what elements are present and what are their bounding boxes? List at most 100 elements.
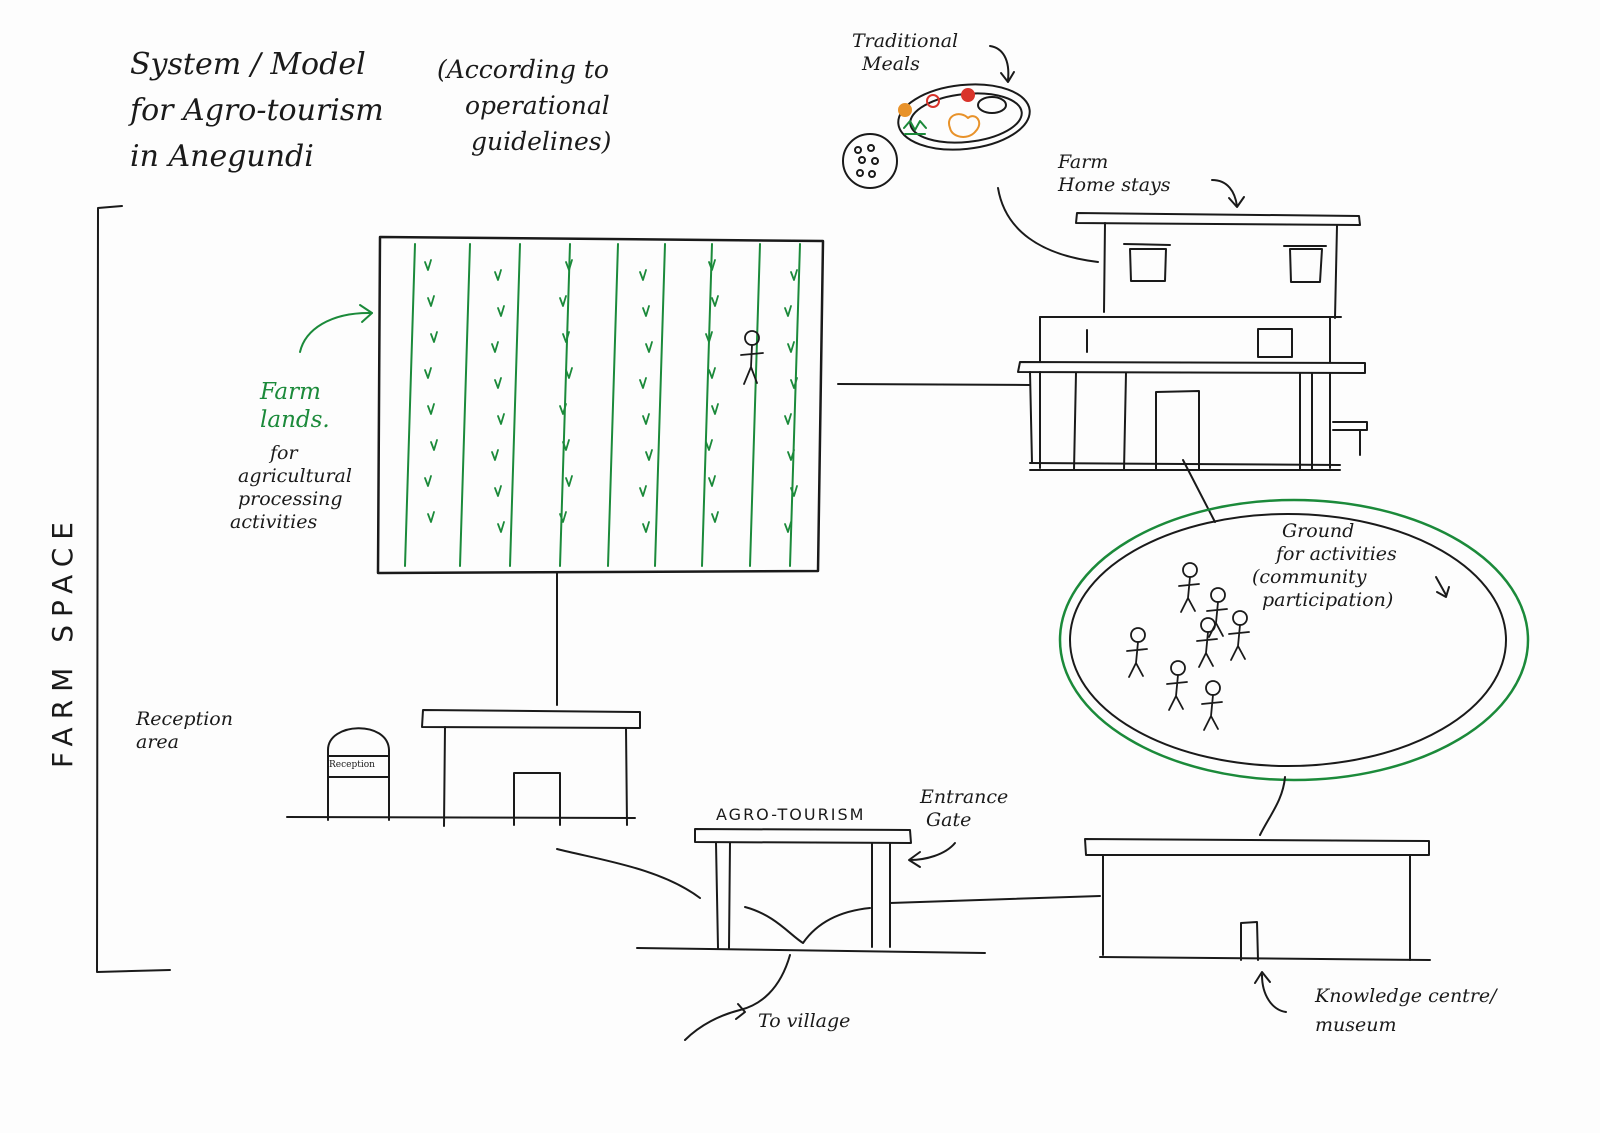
crop-sprout — [711, 403, 719, 415]
gate-sign: AGRO-TOURISM — [716, 805, 866, 824]
crop-sprout — [711, 295, 719, 307]
subtitle-line-2: operational — [465, 91, 610, 120]
crop-sprout — [424, 259, 432, 271]
farmlands-arrow — [299, 311, 373, 353]
crop-sprout — [565, 259, 573, 271]
furrow-line — [459, 243, 471, 567]
reception-line-2: area — [136, 731, 179, 753]
crop-sprout — [790, 269, 798, 281]
crop-sprout — [427, 295, 435, 307]
person-figure — [1166, 660, 1188, 711]
crop-sprout — [642, 413, 650, 425]
crop-sprout — [559, 295, 567, 307]
meals-label-line-2: Meals — [862, 53, 920, 75]
furrow-line — [749, 243, 761, 567]
crop-sprout — [639, 485, 647, 497]
farmlands-line-4: agricultural — [238, 465, 352, 487]
crop-sprout — [497, 305, 505, 317]
farmlands-line-6: activities — [230, 511, 318, 533]
farmlands-title: Farm lands. — [260, 378, 330, 434]
crop-sprout — [427, 511, 435, 523]
connector-farm-homestay — [837, 383, 1031, 386]
furrow-line — [509, 243, 521, 567]
crop-sprout — [787, 449, 795, 461]
person-figure — [1228, 610, 1250, 661]
title-line-3: in Anegundi — [130, 139, 314, 174]
knowledge-centre-building — [1084, 838, 1431, 961]
reception-label: Reception area — [136, 708, 233, 754]
knowledge-line-1: Knowledge centre/ — [1315, 985, 1497, 1007]
crop-sprout — [559, 511, 567, 523]
farmlands-line-3: for — [270, 442, 298, 464]
crop-sprout — [645, 341, 653, 353]
meals-arrow — [989, 45, 1010, 81]
crop-sprout — [427, 403, 435, 415]
crop-sprout — [705, 439, 713, 451]
crop-sprout — [639, 377, 647, 389]
crop-sprout — [497, 521, 505, 533]
farm-lands-field — [376, 235, 825, 575]
connector-homestay-ground — [1182, 459, 1216, 523]
crop-sprout — [497, 413, 505, 425]
diagram-subtitle: (According to operational guidelines) — [437, 52, 611, 160]
ground-line-4: participation) — [1262, 589, 1394, 611]
title-line-1: System / Model — [130, 47, 366, 82]
crop-sprout — [424, 475, 432, 487]
meals-plate — [842, 83, 1031, 189]
crop-sprout — [562, 331, 570, 343]
farmlands-line-2: lands. — [260, 407, 330, 433]
homestays-label: Farm Home stays — [1058, 151, 1171, 197]
farmer-figure — [740, 330, 764, 385]
crop-sprout — [639, 269, 647, 281]
ground-arrow — [1435, 576, 1447, 596]
crop-sprout — [430, 439, 438, 451]
knowledge-arrow — [1261, 974, 1287, 1013]
subtitle-line-3: guidelines) — [471, 127, 612, 156]
crop-sprout — [711, 511, 719, 523]
person-figure — [1201, 680, 1223, 731]
subtitle-line-1: (According to — [437, 55, 609, 84]
entrance-gate — [556, 828, 1101, 954]
crop-sprout — [424, 367, 432, 379]
knowledge-label: Knowledge centre/ museum — [1315, 985, 1497, 1037]
crop-sprout — [491, 341, 499, 353]
farmlands-line-1: Farm — [260, 379, 321, 405]
crop-sprout — [784, 521, 792, 533]
furrow-line — [607, 243, 619, 567]
meals-label: Traditional Meals — [852, 30, 958, 76]
person-figure — [1178, 562, 1200, 613]
connector-homestay-label — [997, 187, 1099, 263]
title-line-2: for Agro-tourism — [130, 93, 384, 128]
farm-space-bracket — [96, 205, 171, 973]
village-label: To village — [758, 1010, 851, 1032]
reception-building — [286, 709, 641, 827]
crop-sprout — [705, 331, 713, 343]
gate-label-line-1: Entrance — [920, 786, 1009, 808]
homestay-building — [1017, 212, 1368, 471]
crop-sprout — [708, 475, 716, 487]
gate-label-line-2: Gate — [926, 809, 972, 831]
furrow-line — [701, 243, 713, 567]
crop-sprout — [565, 475, 573, 487]
crop-sprout — [790, 485, 798, 497]
homestays-arrow — [1211, 179, 1238, 207]
ground-label: Ground for activities (community partici… — [1252, 520, 1397, 612]
homestays-label-line-2: Home stays — [1058, 174, 1171, 196]
crop-sprout — [559, 403, 567, 415]
ground-line-1: Ground — [1282, 520, 1355, 542]
furrow-line — [404, 243, 416, 567]
crop-sprout — [565, 367, 573, 379]
person-figure — [1196, 617, 1218, 668]
farmlands-line-5: processing — [238, 488, 343, 510]
crop-sprout — [708, 367, 716, 379]
homestays-label-line-1: Farm — [1058, 151, 1109, 173]
meals-label-line-1: Traditional — [852, 30, 959, 52]
village-arrow — [684, 954, 791, 1041]
connector-ground-knowledge — [1259, 776, 1286, 836]
person-figure — [1206, 587, 1228, 638]
farm-space-label: FARM SPACE — [46, 514, 79, 768]
crop-sprout — [494, 485, 502, 497]
reception-booth-sign: Reception — [329, 760, 375, 770]
furrow-line — [654, 243, 666, 567]
crop-sprout — [562, 439, 570, 451]
